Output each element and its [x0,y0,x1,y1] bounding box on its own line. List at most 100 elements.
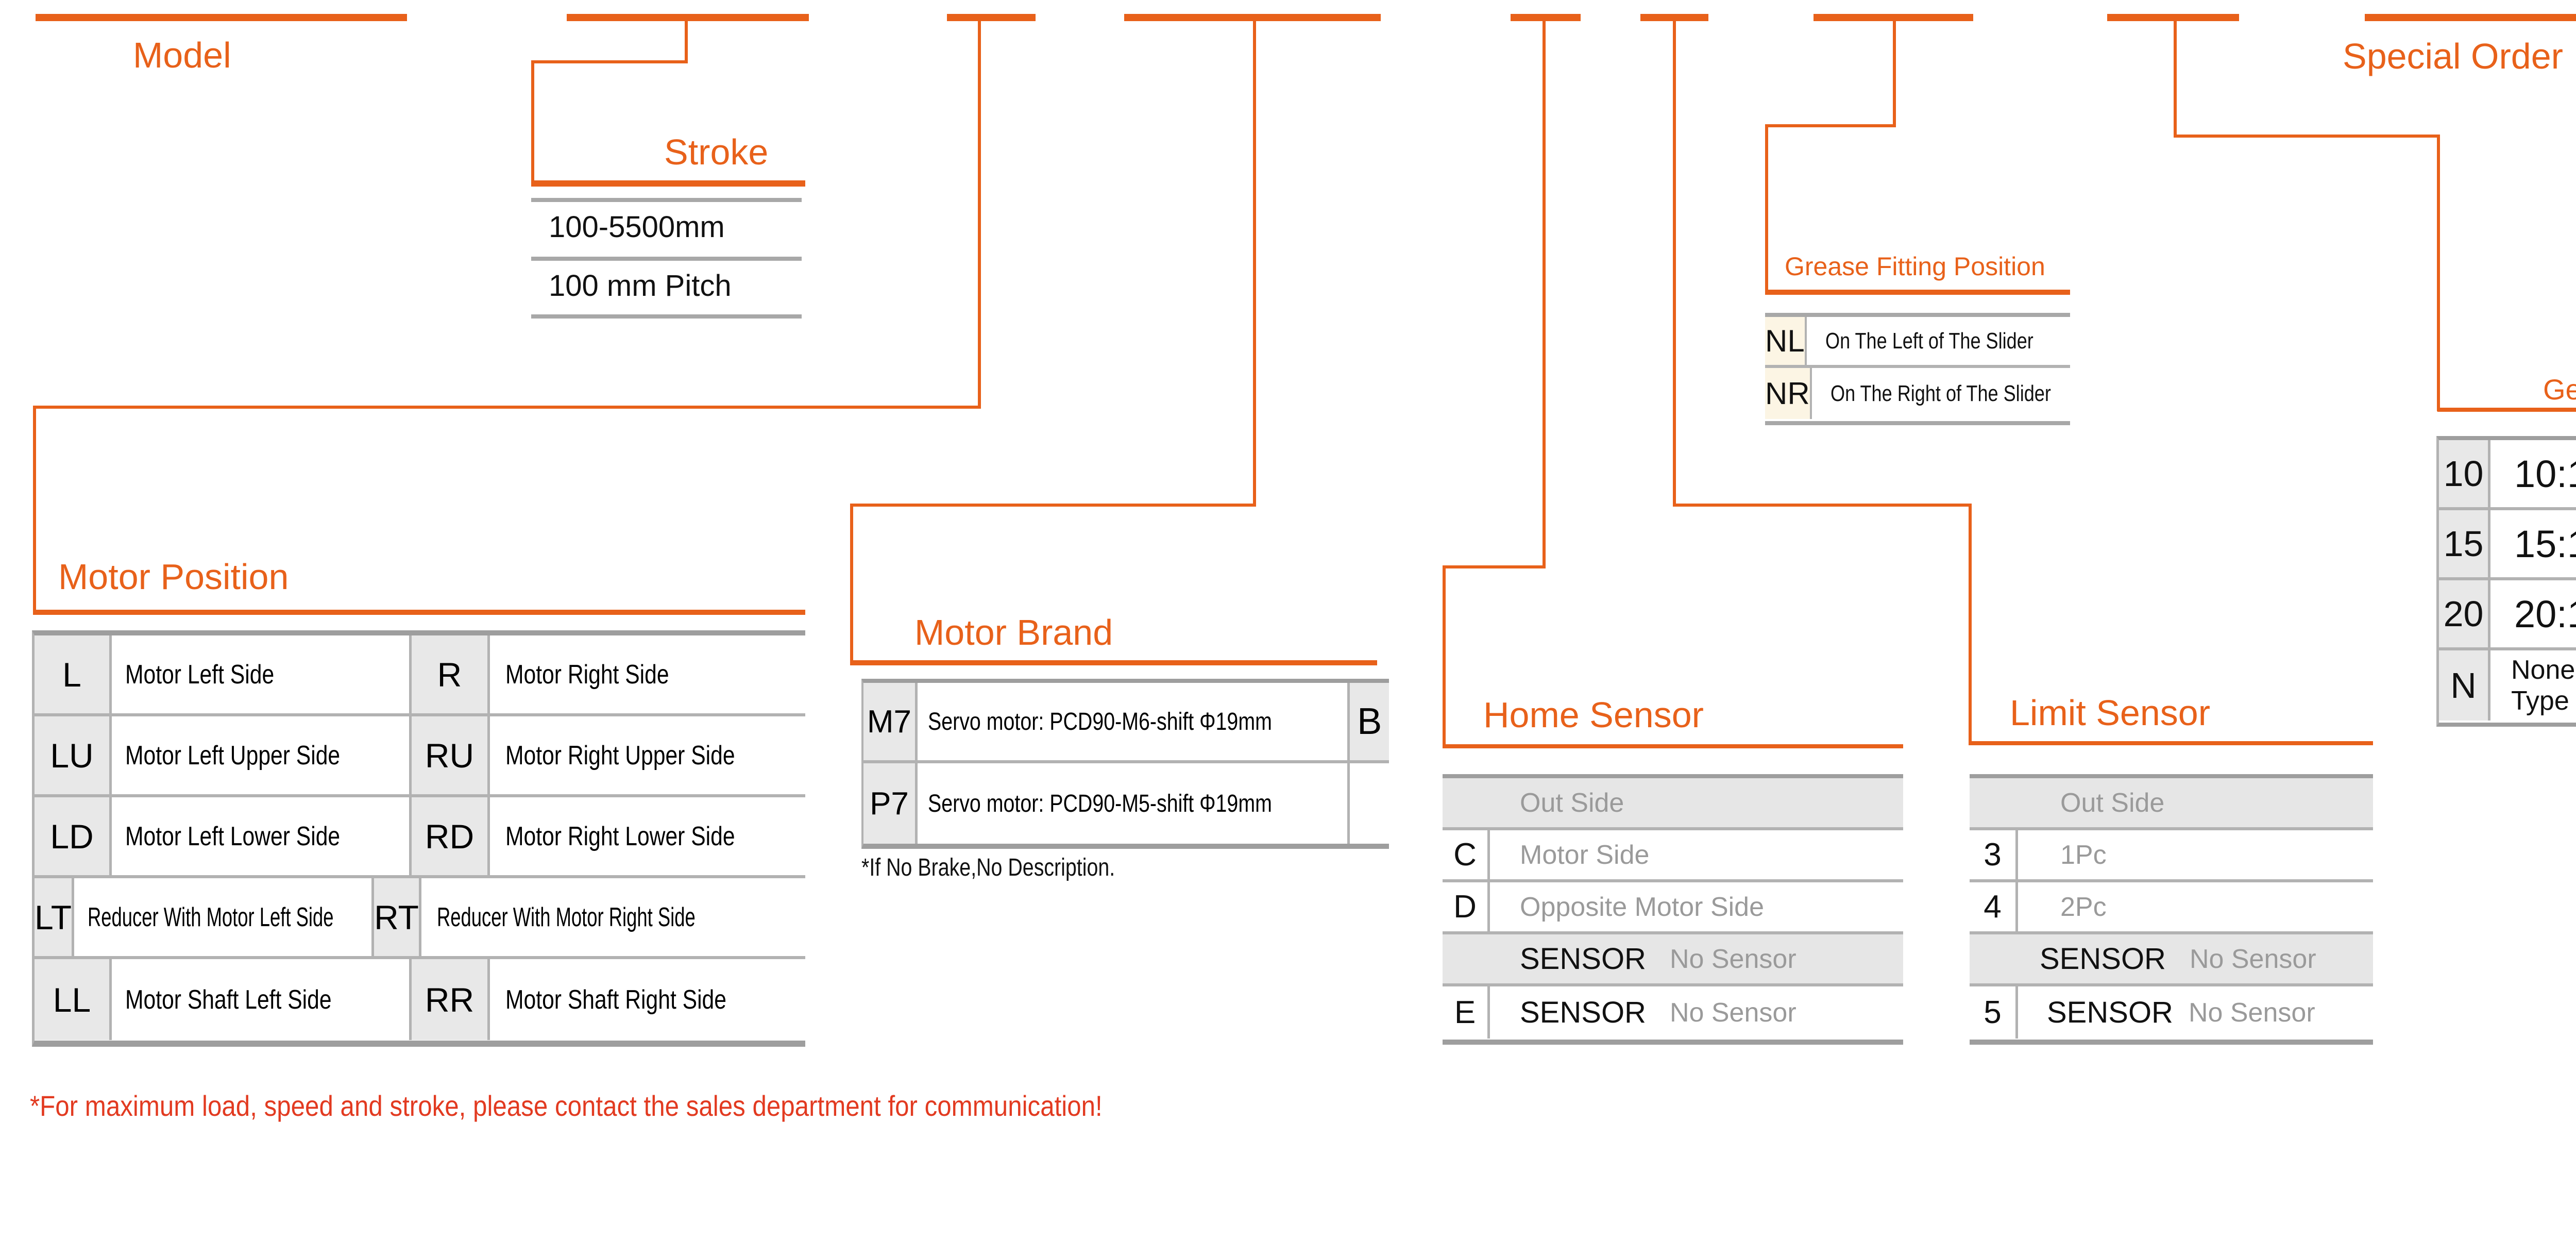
code-cell: LT [35,878,75,956]
desc-cell: Reducer With Motor Left Side [74,878,375,956]
footnote-text: *If No Brake,No Description. [861,854,1115,881]
table-header-row: Out Side [1443,778,1903,830]
table-row: LU Motor Left Upper Side RU Motor Right … [35,716,805,797]
code-value: NR [1765,376,1810,411]
table-row: LD Motor Left Lower Side RD Motor Right … [35,797,805,878]
sensor-keyword: SENSOR [2040,942,2166,976]
code-cell: LU [35,716,112,794]
code-value: NL [1765,324,1805,358]
home-sensor-underline [1443,744,1903,748]
desc-cell: Motor Right Upper Side [490,716,805,794]
connector-grease-h [1765,124,1896,127]
max-load-note: *For maximum load, speed and stroke, ple… [30,1092,1249,1120]
code-cell: RU [412,716,490,794]
code-value: D [1453,889,1477,925]
no-sensor-cell: SENSOR No Sensor [1443,934,1903,983]
note-text: *For maximum load, speed and stroke, ple… [30,1090,1103,1122]
table-row: 20 20:1 [2439,580,2576,650]
code-slot-line-motor-brand [1124,14,1381,21]
stroke-grid-line-1 [531,198,802,202]
table-row: SENSOR No Sensor [1443,934,1903,986]
gearbox-ratio-table: 10 10:1 15 15:1 20 20:1 N None Gearbox T… [2436,436,2576,727]
code-value: 20 [2443,594,2484,634]
code-value: P7 [870,785,909,822]
connector-limit-sensor-h [1673,504,1972,507]
code-cell: LD [35,797,112,875]
motor-brand-footnote: *If No Brake,No Description. [861,856,1171,880]
code-cell: E [1443,986,1490,1039]
no-sensor-cell: SENSOR No Sensor [1970,934,2373,983]
code-cell: 5 [1970,986,2018,1039]
stroke-grid-line-3 [531,314,802,319]
limit-sensor-underline [1969,741,2373,745]
code-cell: R [412,635,490,713]
desc-value: Motor Shaft Right Side [505,984,726,1015]
connector-motor-brand-v2 [850,504,853,663]
code-cell: 3 [1970,830,2018,879]
desc-value: Opposite Motor Side [1520,892,1765,922]
connector-stroke-h [531,60,688,63]
desc-value: Motor Left Lower Side [125,821,341,851]
home-sensor-table: Out Side C Motor Side D Opposite Motor S… [1443,774,1903,1045]
code-cell: C [1443,830,1490,879]
stroke-range-value: 100-5500mm [549,210,725,244]
connector-limit-sensor-v2 [1969,504,1972,745]
code-value: LL [53,980,91,1019]
table-row: L Motor Left Side R Motor Right Side [35,635,805,716]
code-value: E [1454,995,1476,1030]
code-slot-line-model [36,14,407,21]
table-row: 10 10:1 [2439,440,2576,510]
desc-cell: On The Left of The Slider [1807,317,2079,365]
desc-cell: Motor Shaft Right Side [490,959,805,1040]
desc-value: 10:1 [2514,452,2576,495]
code-value: RD [425,817,474,856]
desc-cell: Motor Right Lower Side [490,797,805,875]
code-value: 10 [2443,454,2484,494]
gearbox-underline [2437,408,2576,412]
code-value: 5 [1984,995,2002,1030]
desc-value: Reducer With Motor Left Side [88,902,334,932]
header-cell: Out Side [1970,778,2373,827]
brake-cell [1350,763,1389,844]
code-cell: RD [412,797,490,875]
desc-value: Motor Left Upper Side [125,740,341,771]
table-row: SENSOR No Sensor [1970,934,2373,986]
brake-value: B [1357,701,1382,742]
connector-home-sensor-v1 [1543,17,1546,568]
code-value: RU [425,736,474,775]
home-sensor-label: Home Sensor [1483,695,1704,735]
limit-sensor-label: Limit Sensor [2010,693,2211,733]
header-cell: Out Side [1443,778,1903,827]
grease-fitting-table: NL On The Left of The Slider NR On The R… [1765,313,2070,425]
desc-cell: Motor Left Upper Side [112,716,412,794]
stroke-pitch-value: 100 mm Pitch [549,269,732,303]
gearbox-label: Gearbox Ratio [2543,373,2576,406]
sensor-keyword: SENSOR [1520,996,1646,1029]
desc-value: Motor Left Side [125,659,275,690]
table-row: LT Reducer With Motor Left Side RT Reduc… [35,878,805,959]
code-value: N [2450,665,2477,706]
code-cell: N [2439,650,2490,721]
table-row: 5 SENSOR No Sensor [1970,986,2373,1039]
code-value: RR [425,980,474,1019]
desc-value: Motor Right Side [505,659,669,690]
stroke-grid-line-2 [531,257,802,261]
desc-cell: SENSOR No Sensor [1490,986,1903,1039]
desc-cell: Servo motor: PCD90-M5-shift Φ19mm [918,763,1350,844]
sensor-desc: No Sensor [2188,997,2315,1028]
code-cell: RT [374,878,421,956]
code-value: 4 [1984,889,2002,925]
sensor-desc: No Sensor [1669,944,1797,974]
code-value: LD [50,817,94,856]
code-cell: 10 [2439,440,2490,507]
connector-grease-v2 [1765,124,1768,294]
table-row: 4 2Pc [1970,882,2373,934]
code-value: 15 [2443,524,2484,564]
connector-stroke-v1 [685,17,688,63]
code-cell: D [1443,882,1490,931]
connector-motor-position-h [33,406,981,409]
desc-value: 20:1 [2514,592,2576,635]
desc-value: Motor Side [1520,840,1650,870]
sensor-desc: No Sensor [1669,997,1797,1028]
connector-motor-brand-h [850,504,1256,507]
